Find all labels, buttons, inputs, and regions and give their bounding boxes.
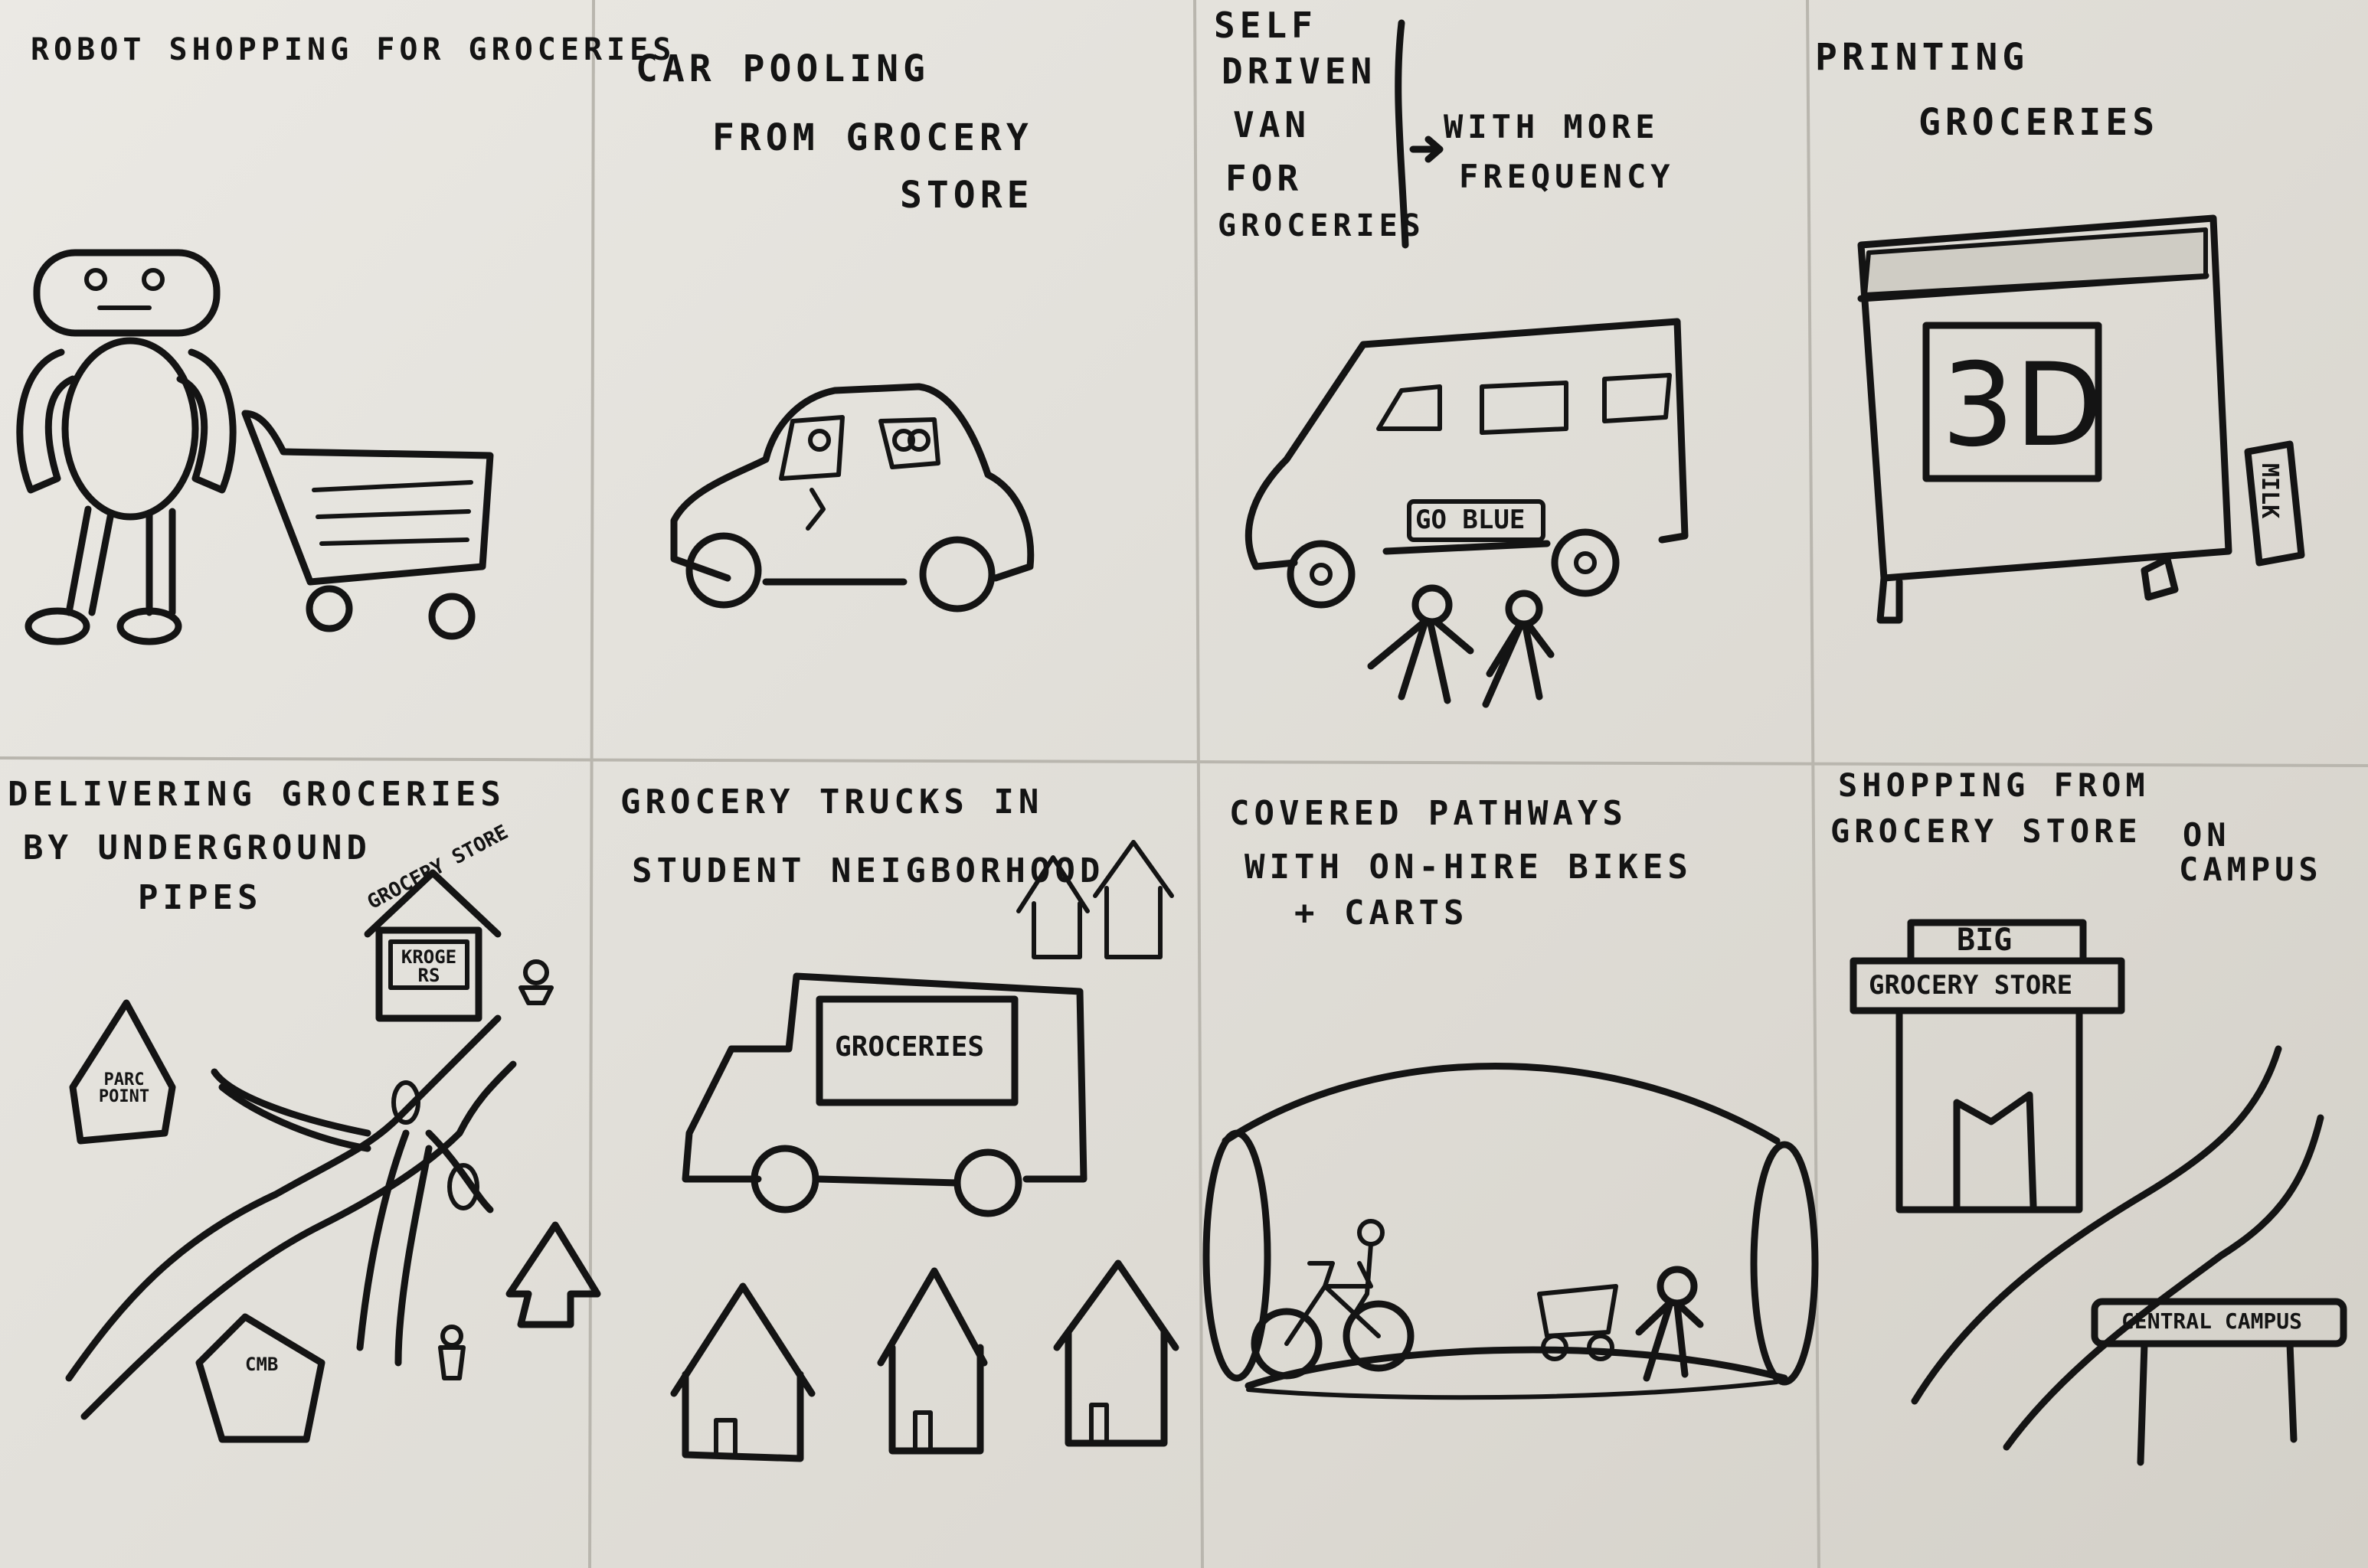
panel-3-title-line-4: FOR <box>1225 158 1303 199</box>
panel-3-title-line-2: DRIVEN <box>1222 51 1377 92</box>
panel-5-title-line-3: PIPES <box>138 878 263 917</box>
panel-3-note-line-1: WITH MORE <box>1444 108 1660 145</box>
grocery-store-icon <box>364 869 502 1022</box>
panel-6-title-line-1: GROCERY TRUCKS IN <box>620 782 1044 822</box>
van-plate: GO BLUE <box>1415 505 1526 535</box>
bike-icon <box>1251 1219 1415 1380</box>
panel-2-title-line-1: CAR POOLING <box>636 47 930 90</box>
milk-carton-icon <box>2244 440 2305 567</box>
panel-8-title-line-1: SHOPPING FROM <box>1838 766 2150 804</box>
campus-store-icon <box>1850 919 2125 1214</box>
robot-icon <box>16 249 237 645</box>
printer-screen-label: 3D <box>1941 339 2103 472</box>
panel-2-title-line-3: STORE <box>900 174 1034 217</box>
panel-1-title: ROBOT SHOPPING FOR GROCERIES <box>31 32 676 67</box>
panel-7-title-line-2: WITH ON-HIRE BIKES <box>1245 848 1693 887</box>
central-campus-sign-icon <box>2091 1298 2347 1466</box>
store-big-label: BIG <box>1957 923 2013 958</box>
houses-icon <box>69 999 601 1443</box>
panel-4-title-line-2: GROCERIES <box>1918 101 2160 144</box>
panel-7-title-line-3: + CARTS <box>1294 893 1469 933</box>
panel-4-title-line-1: PRINTING <box>1815 36 2029 79</box>
panel-3-title-line-1: SELF <box>1214 5 1317 46</box>
person-icon <box>438 959 554 1380</box>
covered-pathway-icon <box>1202 1063 1819 1400</box>
neighborhood-houses-icon <box>670 840 1179 1462</box>
panel-3-title-line-3: VAN <box>1233 104 1311 145</box>
panel-8-title-line-4: CAMPUS <box>2179 851 2323 888</box>
cart-person-icon <box>1537 1266 1704 1382</box>
central-campus-sign: CENTRAL CAMPUS <box>2121 1308 2303 1334</box>
house-1-label: PARC POINT <box>98 1070 150 1106</box>
campus-road-icon <box>1911 1045 2324 1451</box>
panel-3-note-line-2: FREQUENCY <box>1459 158 1675 195</box>
people-icon <box>1367 584 1555 708</box>
panel-6-title-line-2: STUDENT NEIGBORHOOD <box>632 851 1105 890</box>
3d-printer-icon <box>1857 214 2232 624</box>
panel-3-title-line-5: GROCERIES <box>1218 208 1425 243</box>
store-door-label: KROGE RS <box>401 946 457 986</box>
panel-8-title-line-2: GROCERY STORE <box>1830 812 2142 850</box>
campus-store-sign: GROCERY STORE <box>1869 970 2073 1001</box>
panel-2-title-line-2: FROM GROCERY <box>712 116 1033 159</box>
panel-5-title-line-2: BY UNDERGROUND <box>23 828 371 867</box>
panel-7-title-line-1: COVERED PATHWAYS <box>1229 794 1627 833</box>
pipes-icon <box>65 1014 517 1420</box>
truck-sign: GROCERIES <box>835 1031 985 1063</box>
grocery-truck-icon <box>682 972 1088 1217</box>
car-icon <box>670 383 1035 612</box>
panel-5-title-line-1: DELIVERING GROCERIES <box>8 775 505 814</box>
van-icon <box>1245 318 1689 609</box>
shopping-cart-icon <box>241 410 494 640</box>
milk-label: MILK <box>2256 463 2283 519</box>
panel-8-title-line-3: ON <box>2183 816 2231 854</box>
house-2-label: CMB <box>245 1354 279 1375</box>
